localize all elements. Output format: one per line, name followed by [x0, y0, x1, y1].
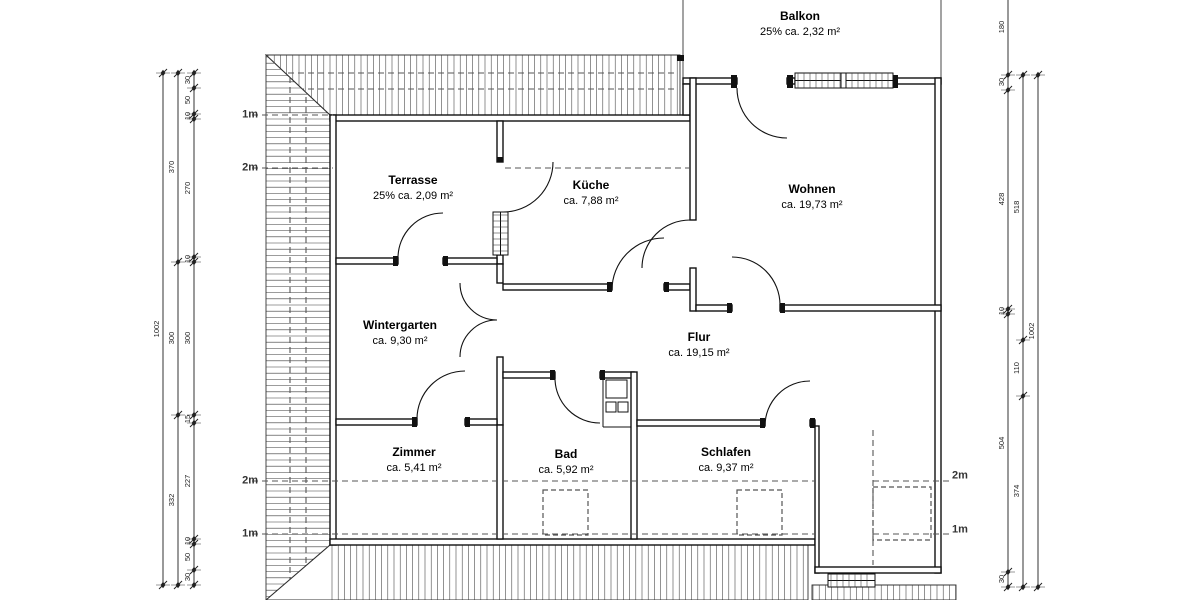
roof-hatch-left	[266, 56, 330, 597]
bedroom-door-arc	[764, 380, 811, 427]
height-marker-left-1m: 1m	[242, 527, 258, 540]
living-hall-door-arc	[731, 256, 781, 306]
kitchen-hall-door-arc	[611, 237, 665, 291]
dimension-chain-right-inner: 180 30 428 10 504 30	[997, 0, 1015, 592]
dimension-label: 15	[183, 415, 192, 423]
dimension-chain-right-middle: 518 110 374	[1012, 70, 1030, 592]
kitchen-terrace-door-arc	[502, 161, 554, 213]
room-label-balkon: Balkon 25% ca. 2,32 m²	[760, 8, 840, 40]
window-kitchen-terrace	[492, 211, 509, 256]
dimension-label: 300	[167, 332, 176, 345]
dimension-label: 504	[997, 437, 1006, 450]
room-name: Terrasse	[388, 173, 438, 187]
room-name: Küche	[572, 178, 610, 192]
skylight-right	[872, 486, 932, 541]
dimension-label: 30	[997, 78, 1006, 86]
dimension-label: 1002	[152, 321, 161, 338]
sink-fixture-right	[617, 401, 629, 413]
windows	[492, 72, 894, 588]
room-area: ca. 9,37 m²	[698, 462, 754, 474]
height-contour-lines	[252, 114, 950, 565]
room-area: ca. 5,41 m²	[386, 462, 442, 474]
room-area: ca. 7,88 m²	[563, 195, 619, 207]
dimension-label: 50	[183, 96, 192, 104]
room-label-kueche: Küche ca. 7,88 m²	[563, 177, 618, 209]
dimension-label: 227	[183, 475, 192, 488]
room-label-wintergarten: Wintergarten ca. 9,30 m²	[363, 317, 437, 349]
dimension-label: 110	[1012, 362, 1021, 374]
room-label-zimmer: Zimmer ca. 5,41 m²	[386, 444, 441, 476]
room-name: Flur	[687, 330, 711, 344]
room-label-bad: Bad ca. 5,92 m²	[538, 446, 593, 478]
room-label-flur: Flur ca. 19,15 m²	[668, 329, 729, 361]
dimension-chains: 1002370300332305010270103001522710503018…	[152, 0, 1045, 592]
room-area: ca. 19,73 m²	[781, 199, 843, 211]
room-name: Balkon	[779, 9, 820, 23]
dimension-label: 10	[183, 537, 192, 545]
height-marker-left-2m: 2m	[242, 474, 258, 487]
room-name: Bad	[554, 447, 578, 461]
dimension-chain-left-middle: 370 300 332	[167, 68, 185, 590]
dimension-label: 370	[167, 161, 176, 174]
height-marker-left-1m: 1m	[242, 108, 258, 121]
room-area: 25% ca. 2,09 m²	[372, 190, 454, 202]
dimension-label: 1002	[1027, 323, 1036, 340]
room-label-terrasse: Terrasse 25% ca. 2,09 m²	[373, 172, 453, 204]
skylights	[542, 486, 932, 541]
room-name: Zimmer	[392, 445, 436, 459]
height-marker-right-2m: 2m	[952, 469, 968, 482]
dimension-chain-right-outer: 1002	[1027, 70, 1045, 592]
roof-hatch-bottom	[331, 545, 804, 600]
dimension-label: 10	[183, 255, 192, 263]
room-area: ca. 9,30 m²	[372, 335, 428, 347]
window-bottom-right	[827, 573, 876, 588]
dimension-chain-left-outer: 1002	[152, 68, 170, 590]
dimension-chain-left-inner: 30 50 10 270 10 300 15 227 10 50 30	[183, 68, 201, 590]
walls	[329, 77, 942, 574]
height-marker-right-1m: 1m	[952, 523, 968, 536]
wc-fixture	[605, 379, 628, 399]
room-area: ca. 19,15 m²	[668, 347, 730, 359]
dimension-label: 270	[183, 182, 192, 195]
room-label-wohnen: Wohnen ca. 19,73 m²	[781, 181, 842, 213]
terrace-door-arc	[397, 212, 444, 259]
dimension-label: 30	[183, 76, 192, 84]
room-name: Wintergarten	[363, 318, 437, 332]
room-name: Schlafen	[700, 445, 751, 459]
room-area: ca. 5,92 m²	[538, 464, 594, 476]
living-left-door-arc	[641, 219, 691, 269]
bath-fixtures	[602, 378, 631, 428]
dimension-label: 428	[997, 193, 1006, 206]
dimension-label: 10	[183, 112, 192, 120]
zimmer-door-arc	[416, 370, 466, 420]
dimension-label: 518	[1012, 201, 1021, 214]
dimension-label: 180	[997, 21, 1006, 34]
wintergarten-doubledoor-lower-arc	[459, 319, 498, 358]
sink-fixture-left	[605, 401, 617, 413]
dimension-label: 300	[183, 332, 192, 345]
dimension-label: 374	[1012, 485, 1021, 498]
dimension-label: 30	[997, 575, 1006, 583]
room-label-schlafen: Schlafen ca. 9,37 m²	[698, 444, 753, 476]
roof-contour-dashes	[268, 57, 678, 598]
skylight-schlafen	[736, 489, 783, 536]
room-area: 25% ca. 2,32 m²	[759, 26, 841, 38]
dimension-label: 30	[183, 573, 192, 581]
dimension-label: 10	[997, 307, 1006, 315]
balcony-outline	[682, 0, 942, 78]
bath-door-arc	[554, 377, 601, 424]
roof-hatch-top	[267, 55, 678, 115]
doors	[393, 55, 898, 428]
balcony-door-arc	[736, 87, 788, 139]
skylight-bad	[542, 489, 589, 536]
wintergarten-doubledoor-upper-arc	[459, 282, 498, 321]
dimension-label: 50	[183, 553, 192, 561]
height-marker-left-2m: 2m	[242, 161, 258, 174]
room-name: Wohnen	[788, 182, 836, 196]
dimension-label: 332	[167, 494, 176, 507]
